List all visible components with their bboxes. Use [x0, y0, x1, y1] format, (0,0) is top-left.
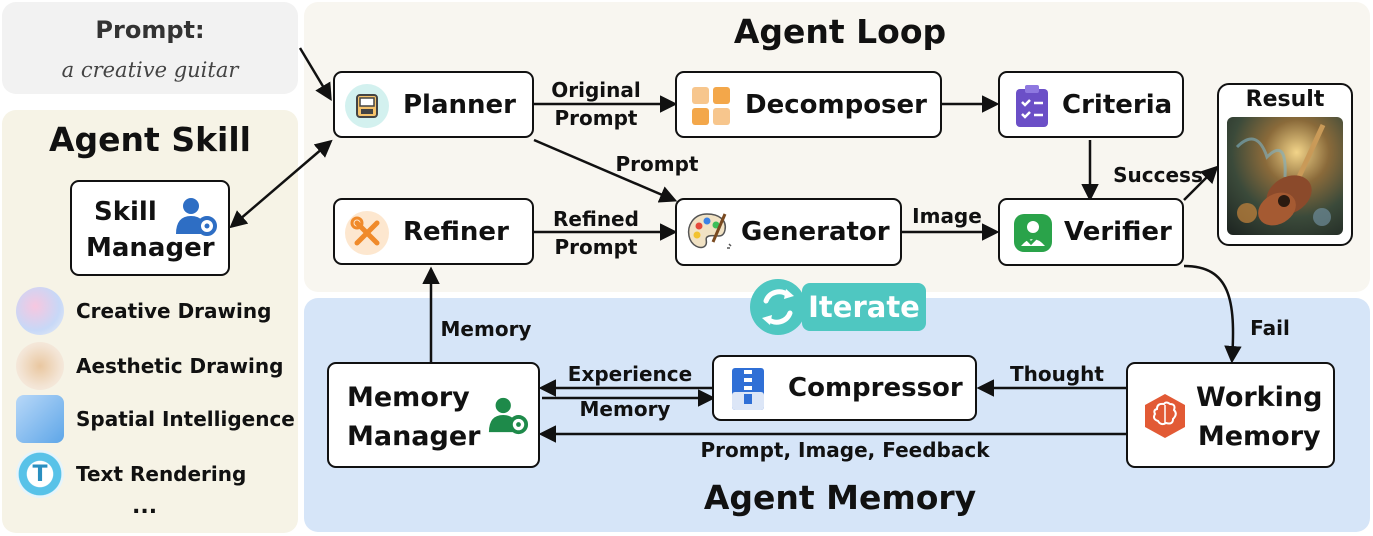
iterate-circle-icon: [750, 279, 806, 335]
edge-label-thought: Thought: [1010, 362, 1104, 386]
spatial-intelligence-icon: [16, 395, 64, 443]
arrow-planner-generator: [533, 138, 678, 203]
iterate-label: Iterate: [802, 283, 926, 331]
brain-icon: [1142, 392, 1188, 440]
memory-manager-label-line2: Manager: [347, 421, 481, 452]
edge-label-original: Original: [551, 78, 641, 102]
edge-label-memory-left: Memory: [579, 397, 671, 421]
skill-item-spatial-intelligence[interactable]: Spatial Intelligence: [16, 394, 295, 444]
edge-label-prompt-2: Prompt: [554, 235, 638, 259]
criteria-node[interactable]: Criteria: [998, 71, 1184, 138]
generator-node[interactable]: Generator: [675, 198, 902, 266]
skill-item-text-rendering[interactable]: T Text Rendering: [16, 449, 246, 499]
arrow-prompt-planner: [298, 47, 332, 102]
creative-drawing-icon: [16, 287, 64, 335]
zip-file-icon: [730, 366, 766, 412]
working-memory-label-line2: Memory: [1197, 421, 1321, 452]
iterate-badge: Iterate: [750, 279, 926, 335]
working-memory-label: Working Memory: [1196, 378, 1322, 456]
arrow-verifier-result: [1183, 165, 1219, 201]
skill-label: Aesthetic Drawing: [76, 354, 284, 378]
result-guitar-image: [1227, 117, 1343, 235]
edge-label-prompt-1: Prompt: [554, 106, 638, 130]
prompt-panel: [2, 2, 298, 94]
arrow-verifier-working-memory: [1183, 264, 1242, 364]
agent-memory-title: Agent Memory: [703, 478, 977, 517]
skill-label: Text Rendering: [76, 462, 247, 486]
palette-icon: [685, 210, 733, 256]
skills-more: ...: [132, 494, 158, 519]
skill-manager-label-line2: Manager: [86, 233, 215, 263]
edge-label-prompt: Prompt: [615, 152, 699, 176]
arrow-skill-planner: [229, 139, 333, 229]
compressor-node[interactable]: Compressor: [712, 355, 977, 421]
edge-label-memory-up: Memory: [440, 317, 532, 341]
clipboard-icon: [1012, 83, 1052, 129]
result-label: Result: [1245, 87, 1325, 112]
memory-manager-label: Memory Manager: [347, 378, 480, 456]
decomposer-icon: [689, 84, 733, 128]
user-gear-icon: [174, 194, 218, 238]
prompt-text: a creative guitar: [61, 58, 239, 82]
prompt-label: Prompt:: [95, 16, 205, 44]
verifier-label: Verifier: [1064, 217, 1172, 247]
planner-icon: [345, 84, 389, 128]
working-memory-label-line1: Working: [1196, 382, 1323, 413]
edge-label-experience: Experience: [567, 362, 693, 386]
user-gear-icon: [487, 394, 529, 436]
planner-label: Planner: [403, 89, 516, 120]
skill-manager-label: Skill Manager: [86, 194, 215, 266]
decomposer-node[interactable]: Decomposer: [675, 71, 942, 138]
edge-label-fail: Fail: [1250, 316, 1290, 340]
compressor-label: Compressor: [788, 373, 963, 403]
text-rendering-icon: T: [16, 450, 64, 498]
edge-label-feedback: Prompt, Image, Feedback: [700, 438, 990, 462]
generator-label: Generator: [741, 217, 890, 247]
agent-loop-title: Agent Loop: [733, 12, 947, 51]
skill-manager-label-line1: Skill: [94, 197, 157, 227]
edge-label-refined-prompt: Refined Prompt: [540, 205, 652, 261]
edge-label-success: Success: [1113, 163, 1203, 187]
skill-label: Creative Drawing: [76, 299, 272, 323]
refiner-label: Refiner: [403, 216, 509, 247]
working-memory-node[interactable]: Working Memory: [1126, 362, 1335, 468]
agent-skill-title: Agent Skill: [49, 120, 251, 159]
edge-label-image: Image: [912, 204, 982, 228]
skill-manager-node[interactable]: Skill Manager: [70, 180, 230, 276]
verifier-check-icon: [1012, 212, 1054, 254]
criteria-label: Criteria: [1062, 89, 1173, 120]
planner-node[interactable]: Planner: [333, 71, 534, 138]
skill-item-creative-drawing[interactable]: Creative Drawing: [16, 286, 271, 336]
result-node: Result: [1217, 83, 1353, 246]
skill-item-aesthetic-drawing[interactable]: Aesthetic Drawing: [16, 341, 283, 391]
verifier-node[interactable]: Verifier: [998, 198, 1184, 266]
decomposer-label: Decomposer: [745, 89, 927, 120]
aesthetic-drawing-icon: [16, 342, 64, 390]
tools-icon: [345, 211, 389, 255]
memory-manager-label-line1: Memory: [347, 382, 470, 413]
memory-manager-node[interactable]: Memory Manager: [327, 362, 540, 468]
skill-label: Spatial Intelligence: [76, 407, 295, 431]
edge-label-original-prompt: Original Prompt: [540, 76, 652, 132]
refiner-node[interactable]: Refiner: [333, 198, 534, 265]
edge-label-refined: Refined: [553, 207, 639, 231]
